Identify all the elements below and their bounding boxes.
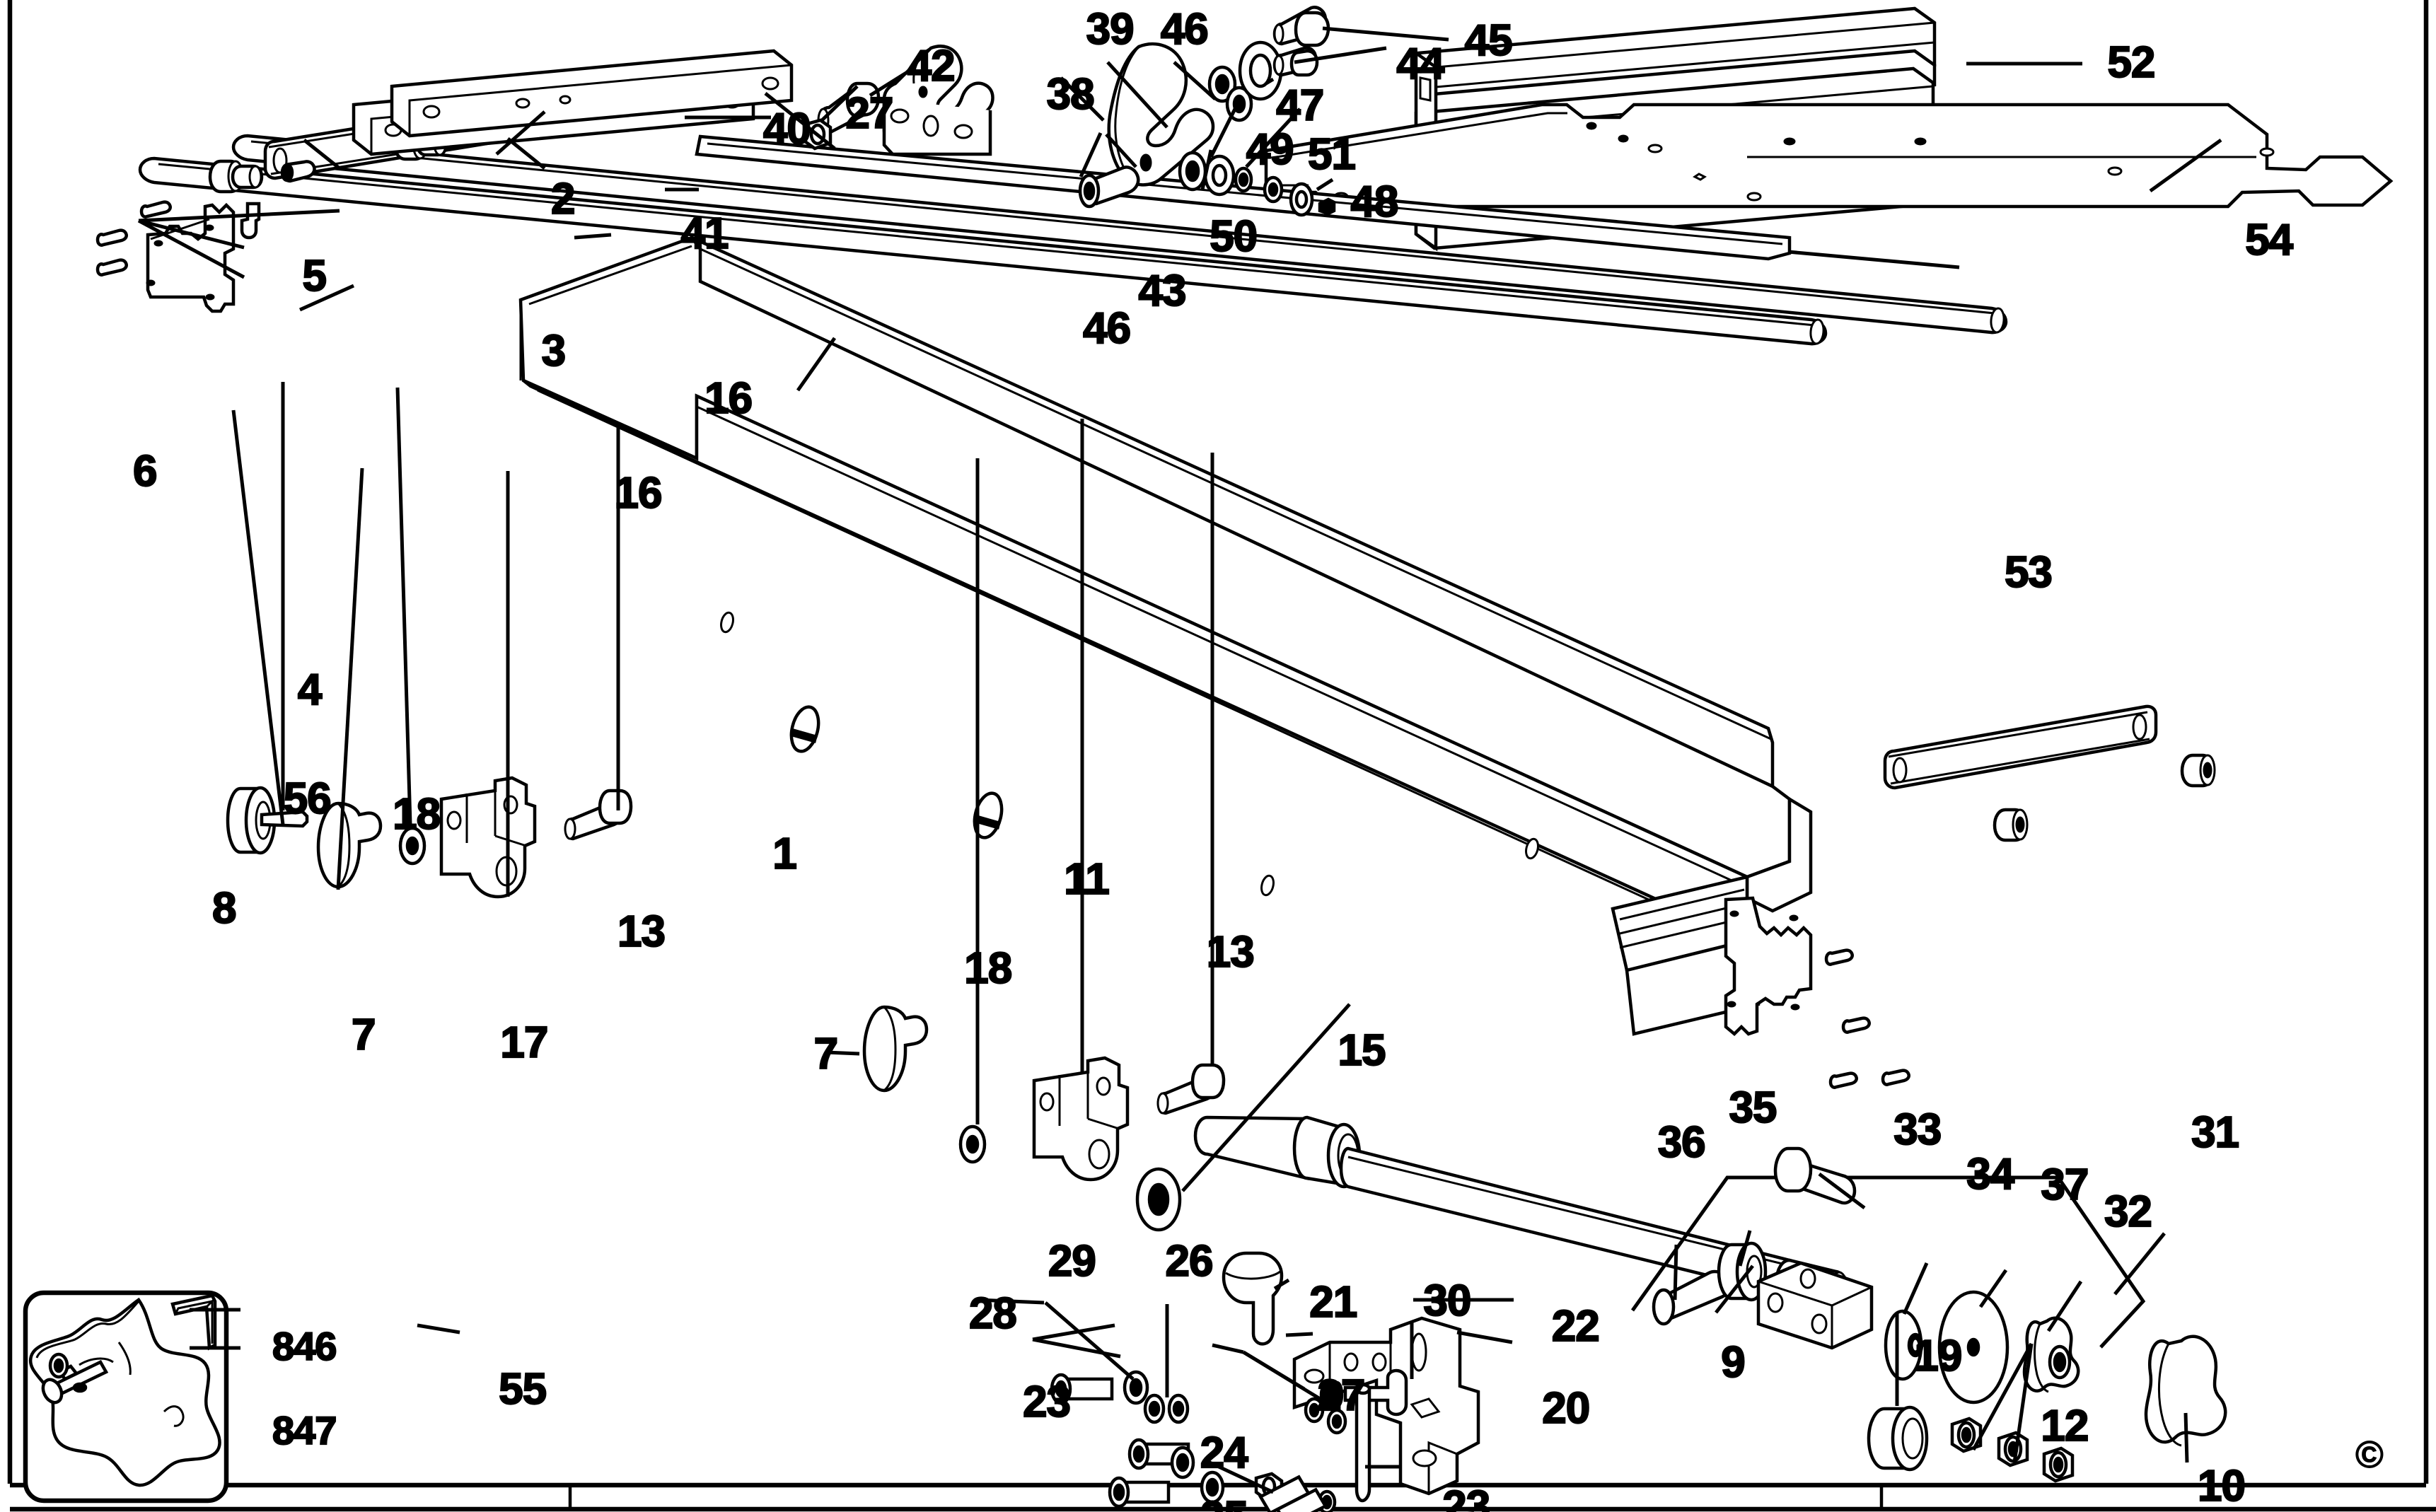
callout-36: 36 [1657,1117,1707,1167]
callout-10: 10 [2197,1461,2246,1511]
part-21-round-knob [1222,1251,1284,1346]
callout-13: 13 [617,907,666,957]
callout-28: 28 [968,1289,1018,1338]
callout-5: 5 [301,252,327,301]
part-17-clamp-body-left [439,776,537,899]
callout-29: 29 [1048,1236,1097,1286]
callout-34: 34 [1966,1149,2015,1199]
callout-16: 16 [704,373,753,423]
callout-18: 18 [963,943,1013,993]
part-35-block [1756,1261,1874,1350]
callout-21: 21 [1309,1277,1358,1327]
callout-48: 48 [1350,178,1399,227]
callout-25: 25 [1200,1495,1249,1512]
inset-hardware-bag [23,1290,229,1504]
callout-44: 44 [1396,40,1445,89]
callout-7: 7 [351,1010,377,1059]
callout-53: 53 [2004,547,2053,597]
callout-54: 54 [2244,215,2294,264]
callout-20: 20 [1541,1383,1591,1433]
part-18-small-washer-center2 [958,1124,987,1164]
callout-3: 3 [540,326,567,376]
part-34-cam-washer [1884,1309,1924,1381]
callout-847: 847 [272,1407,338,1453]
part-7-thumb-knob-center [862,1005,929,1093]
callout-42: 42 [907,41,956,91]
part-3-guide-tube-lower [138,156,1828,346]
callout-47: 47 [1275,81,1325,130]
part-54-base-plate [1264,103,2394,209]
part-38-cam-bracket [882,45,994,156]
callout-11: 11 [1063,855,1110,905]
callout-40: 40 [762,105,812,154]
part-33-shoulder-bolt [1773,1146,1857,1205]
callout-13: 13 [1206,928,1255,977]
part-1-main-beam-rail [518,235,1813,1036]
callout-27: 27 [845,88,894,138]
callout-33: 33 [1893,1105,1942,1154]
callout-45: 45 [1464,16,1514,65]
part-22-screw-short [1343,1368,1408,1417]
part-3-guide-tube-upper [231,134,2008,335]
callout-35: 35 [1728,1083,1777,1132]
part-13-hex-bolt-left [564,789,633,841]
callout-846: 846 [272,1323,338,1368]
part-11-clamp-body [1032,1056,1130,1182]
callout-7: 7 [813,1029,839,1078]
callout-18: 18 [392,790,441,839]
copyright-icon: © [2355,1434,2384,1476]
part-19-spacer-sleeve [1867,1405,1929,1472]
callout-56: 56 [283,774,332,824]
part-10-star-knob-large [2144,1334,2227,1447]
cross-link-bar-right [1883,704,2216,842]
part-26-washer-pair [1143,1393,1190,1424]
part-53-flat-guide-strip [695,134,1792,261]
callout-37: 37 [2040,1161,2089,1210]
part-32-star-knob-small [2022,1316,2080,1393]
part-29-lock-nut [1123,1370,1149,1405]
callout-30: 30 [1422,1276,1472,1325]
callout-23: 23 [1442,1482,1491,1512]
callout-4: 4 [297,665,323,714]
callout-15: 15 [1337,1026,1386,1076]
callout-24: 24 [1200,1428,1249,1477]
callout-55: 55 [498,1365,547,1414]
callout-9: 9 [1720,1338,1746,1387]
callout-16: 16 [613,469,663,518]
callout-27: 27 [1316,1371,1366,1421]
callout-12: 12 [2040,1401,2089,1450]
callout-26: 26 [1164,1236,1214,1286]
callout-8: 8 [211,883,238,933]
right-end-bracket [1724,896,1910,1089]
callout-46: 46 [1082,304,1132,354]
callout-50: 50 [1209,212,1258,262]
callout-23: 23 [1022,1377,1072,1426]
callout-46: 46 [1160,5,1210,54]
callout-22: 22 [1551,1301,1601,1351]
part-25-screw-pair [1258,1475,1328,1512]
callout-19: 19 [1913,1332,1963,1381]
callout-38: 38 [1046,69,1096,119]
callout-41: 41 [680,209,729,258]
callout-52: 52 [2106,38,2156,88]
callout-51: 51 [1307,130,1357,180]
callout-39: 39 [1086,5,1135,54]
part-31-assembly-group-outline [1630,1175,2146,1349]
callout-1: 1 [772,830,798,879]
part-13-hex-bolt-center [1156,1063,1226,1115]
callout-6: 6 [132,446,158,496]
callout-49: 49 [1246,125,1295,175]
callout-2: 2 [550,174,576,223]
part-4-end-bracket-left [146,202,236,313]
callout-31: 31 [2191,1108,2240,1158]
callout-32: 32 [2104,1187,2153,1237]
callout-43: 43 [1137,266,1187,315]
part-15-flat-washer [1135,1167,1182,1232]
callout-17: 17 [499,1018,549,1067]
part-23-bolt-set [1108,1383,1371,1508]
